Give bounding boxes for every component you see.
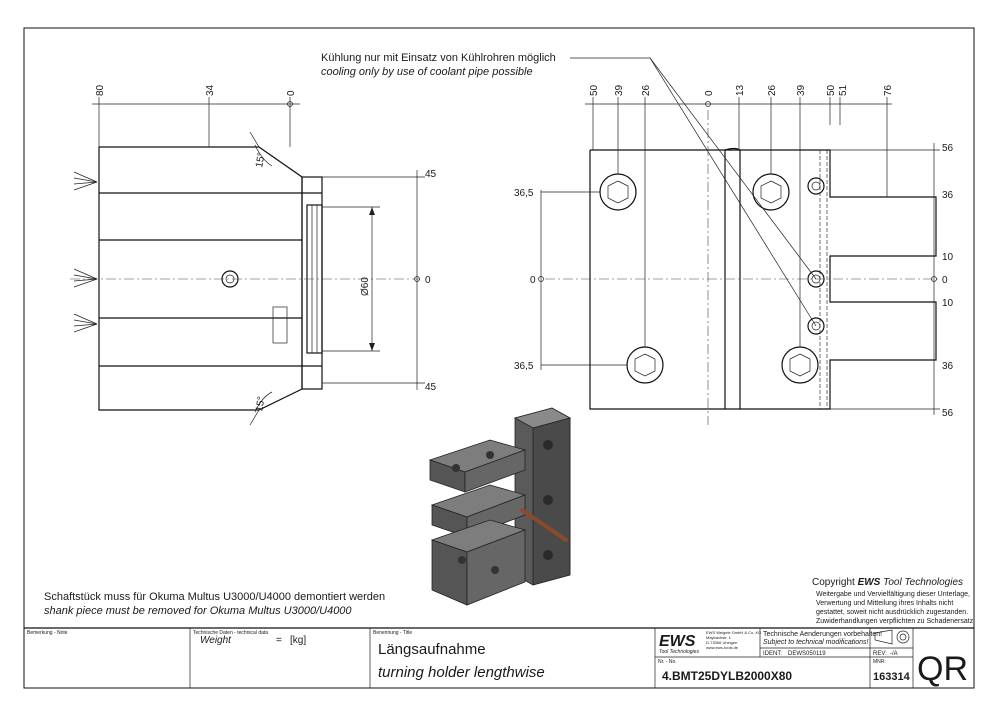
right-dim-0: 0	[942, 275, 948, 286]
cooling-note-en: cooling only by use of coolant pipe poss…	[321, 66, 533, 78]
diameter-label: Ø60	[360, 277, 371, 296]
right-top-dim-76: 76	[883, 84, 894, 96]
right-top-dim-50b: 50	[826, 84, 837, 96]
left-top-dim-34: 34	[205, 84, 216, 96]
right-top-dim-39: 39	[614, 84, 625, 96]
right-top-dim-13: 13	[735, 84, 746, 96]
weight-label: Weight	[200, 635, 232, 646]
weight-eq: =	[276, 635, 282, 646]
copyright-block: Copyright EWS Tool Technologies Weiterga…	[812, 577, 975, 625]
copyright-line-1: Weitergabe und Vervielfältigung dieser U…	[816, 591, 970, 598]
rev-label: REV:	[873, 651, 887, 657]
copyright-line-2: Verwertung und Mitteilung ihres Inhalts …	[816, 600, 953, 607]
ident-label: IDENT:	[763, 651, 782, 657]
cooling-note-de: Kühlung nur mit Einsatz von Kühlrohren m…	[321, 52, 556, 64]
copyright-line-3: gestattet, soweit nicht ausdrücklich zug…	[816, 609, 968, 616]
nr-value: 4.BMT25DYLB2000X80	[662, 669, 792, 683]
svg-text:EWS: EWS	[659, 633, 696, 650]
angle-top-label: 15°	[254, 152, 267, 169]
title-label: Benennung - Title	[373, 630, 412, 636]
nr-label: Nr. - No.	[658, 659, 677, 665]
right-dim-36-bottom: 36	[942, 361, 954, 372]
isometric-product-view	[428, 407, 572, 606]
coolant-fan-icon	[73, 171, 98, 333]
projection-symbol-icon	[874, 629, 910, 645]
right-dim-10-top: 10	[942, 252, 954, 263]
right-dim-56-top: 56	[942, 143, 954, 154]
company-line-1: EWS Weigele GmbH & Co. KG	[706, 630, 761, 635]
qr-label: QR	[917, 650, 968, 688]
angle-bottom-label: 15°	[254, 396, 267, 413]
copyright-line-4: Zuwiderhandlungen verpflichten zu Schade…	[816, 618, 975, 625]
left-right-dim-45-top: 45	[425, 169, 437, 180]
ident-value: DEWS050119	[788, 651, 826, 657]
left-top-dim-80: 80	[95, 84, 106, 96]
right-top-dim-0: 0	[704, 90, 715, 96]
right-front-view: 50 39 26 0 13 26 39 50 51 76 56 36 10 0 …	[514, 57, 954, 425]
coolant-pipe-icon	[520, 508, 568, 542]
changes-en: Subject to technical modifications!	[763, 639, 868, 646]
left-right-dim-45-bottom: 45	[425, 382, 437, 393]
right-top-dim-50: 50	[589, 84, 600, 96]
changes-de: Technische Aenderungen vorbehalten!	[763, 631, 882, 638]
mnr-label: MNR:	[873, 659, 886, 665]
ews-logo: EWS Tool Technologies	[659, 633, 699, 655]
left-dim-36-5-top: 36,5	[514, 188, 534, 199]
right-dim-36-top: 36	[942, 190, 954, 201]
left-dim-0: 0	[530, 275, 536, 286]
title-block: Bemerkung - Note Technische Daten - tech…	[24, 627, 974, 688]
title-en: turning holder lengthwise	[378, 664, 545, 681]
right-top-dim-51: 51	[838, 84, 849, 96]
right-top-dim-26b: 26	[767, 84, 778, 96]
left-top-dim-0: 0	[286, 90, 297, 96]
right-top-dim-26: 26	[641, 84, 652, 96]
company-line-3: D-73066 Uhingen	[706, 640, 737, 645]
left-dim-36-5-bottom: 36,5	[514, 361, 534, 372]
company-line-4: www.ews-tools.de	[706, 645, 739, 650]
left-side-view: 80 34 0 45 0 45 Ø60 15° 15°	[70, 84, 437, 426]
mnr-value: 163314	[873, 671, 911, 683]
left-right-dim-0: 0	[425, 275, 431, 286]
tech-data-label: Technische Daten - technical data	[193, 630, 268, 636]
right-top-dim-39b: 39	[796, 84, 807, 96]
sheet-border	[23, 27, 975, 689]
remark-label: Bemerkung - Note	[27, 630, 68, 636]
right-dim-10-bottom: 10	[942, 298, 954, 309]
right-dim-56-bottom: 56	[942, 408, 954, 419]
svg-text:Tool Technologies: Tool Technologies	[659, 649, 699, 655]
copyright-title: Copyright EWS Tool Technologies	[812, 577, 963, 588]
rev-value: -/A	[890, 651, 898, 657]
shank-note-en: shank piece must be removed for Okuma Mu…	[44, 605, 352, 617]
title-de: Längsaufnahme	[378, 641, 486, 658]
weight-unit: [kg]	[290, 635, 306, 646]
company-line-2: Maybachstr. 1	[706, 635, 732, 640]
shank-note-de: Schaftstück muss für Okuma Multus U3000/…	[44, 591, 385, 603]
bolt-icon	[599, 173, 825, 384]
